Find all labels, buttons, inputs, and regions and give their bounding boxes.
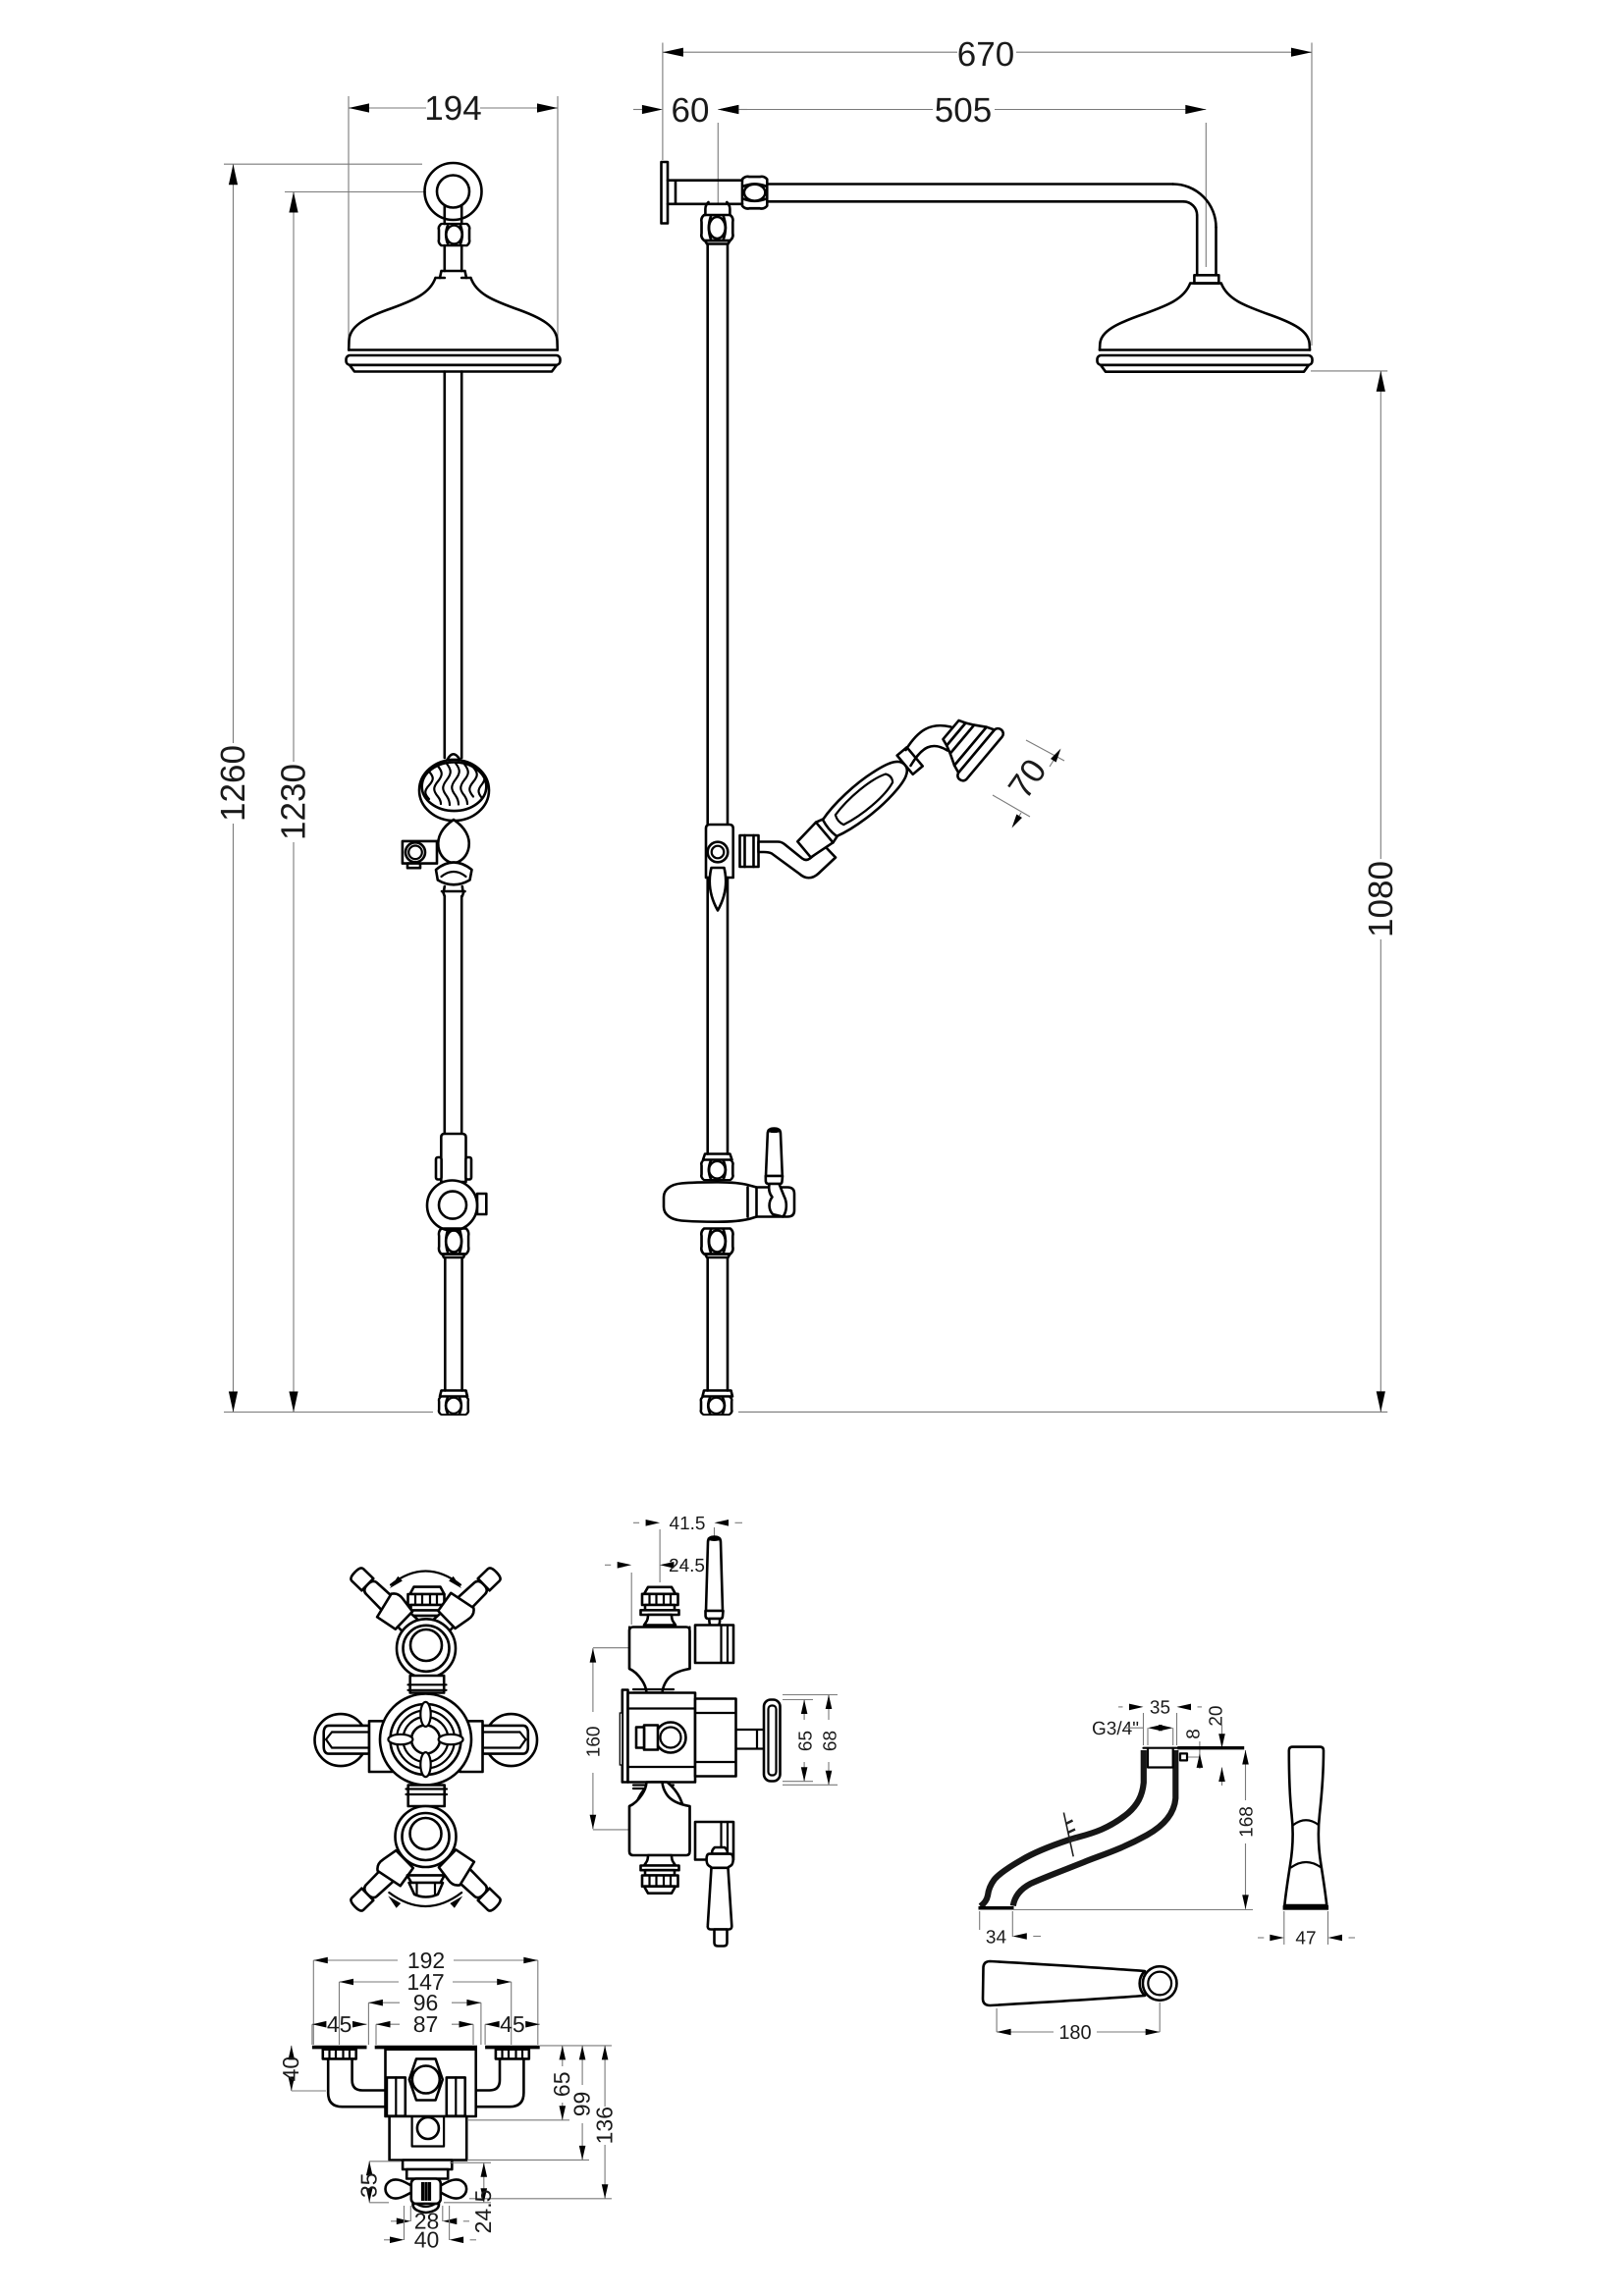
svg-text:87: 87	[413, 2011, 439, 2037]
svg-text:65: 65	[549, 2072, 574, 2098]
svg-text:8: 8	[1184, 1729, 1205, 1739]
svg-text:28: 28	[414, 2209, 440, 2234]
svg-text:24.5: 24.5	[470, 2190, 496, 2234]
svg-text:505: 505	[935, 91, 992, 130]
svg-text:G3/4": G3/4"	[1092, 1719, 1139, 1739]
svg-text:136: 136	[592, 2107, 618, 2144]
svg-text:45: 45	[500, 2011, 525, 2037]
svg-text:68: 68	[821, 1731, 841, 1751]
svg-text:20: 20	[1207, 1706, 1227, 1727]
svg-text:168: 168	[1237, 1806, 1258, 1838]
svg-text:65: 65	[796, 1731, 817, 1751]
svg-text:47: 47	[1295, 1929, 1316, 1949]
svg-text:40: 40	[414, 2227, 440, 2253]
svg-text:24.5: 24.5	[669, 1556, 705, 1576]
svg-text:192: 192	[407, 1948, 445, 1973]
svg-text:194: 194	[424, 89, 481, 128]
svg-text:35: 35	[1150, 1698, 1170, 1719]
svg-text:96: 96	[413, 1990, 439, 2015]
svg-text:99: 99	[569, 2092, 595, 2117]
svg-text:35: 35	[355, 2172, 381, 2198]
svg-text:1260: 1260	[214, 745, 252, 822]
svg-text:180: 180	[1058, 2022, 1091, 2044]
svg-text:160: 160	[584, 1727, 605, 1758]
svg-text:60: 60	[672, 91, 710, 130]
svg-text:45: 45	[327, 2011, 352, 2037]
svg-text:670: 670	[957, 35, 1014, 74]
svg-text:1080: 1080	[1362, 861, 1400, 937]
svg-text:41.5: 41.5	[670, 1514, 706, 1534]
svg-text:40: 40	[278, 2056, 303, 2082]
svg-text:34: 34	[986, 1928, 1007, 1949]
svg-text:1230: 1230	[275, 764, 313, 840]
svg-text:147: 147	[406, 1969, 444, 1995]
